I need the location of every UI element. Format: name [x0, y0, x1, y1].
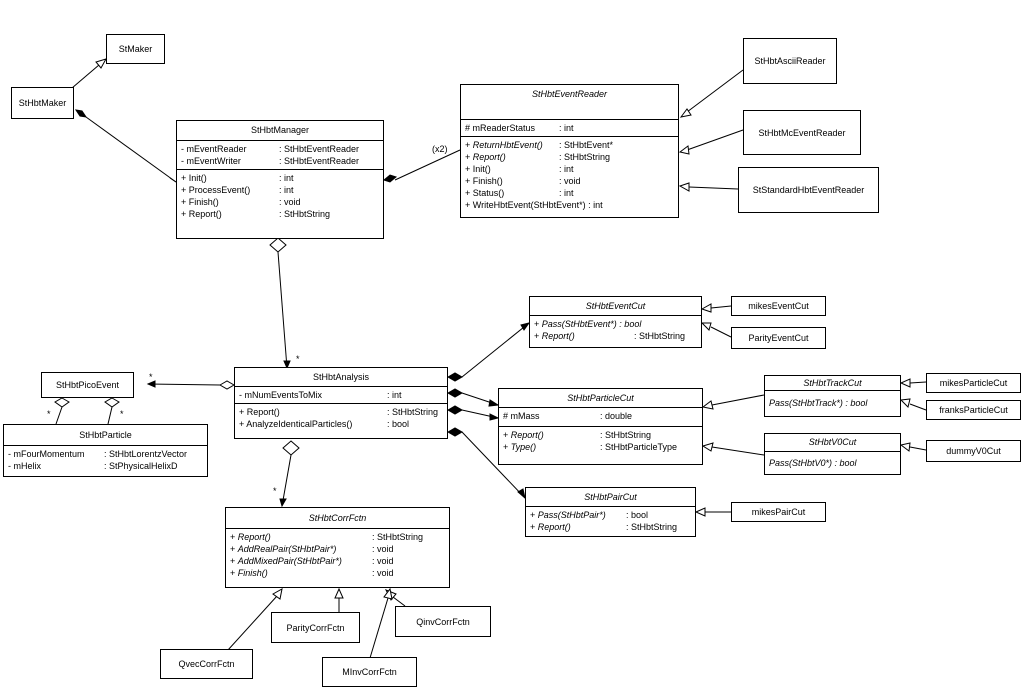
class-stmaker[interactable]: StMaker: [106, 34, 165, 64]
class-sthbtasciireader[interactable]: StHbtAsciiReader: [743, 38, 837, 84]
class-name: mikesPairCut: [751, 507, 806, 517]
class-name: dummyV0Cut: [946, 446, 1001, 456]
class-name: StHbtManager: [177, 121, 383, 141]
class-name: StMaker: [118, 44, 153, 54]
class-name: QinvCorrFctn: [416, 616, 470, 627]
class-name: ParityEventCut: [748, 333, 809, 343]
class-qveccorrfctn[interactable]: QvecCorrFctn: [160, 649, 253, 679]
class-name: StHbtMcEventReader: [758, 127, 846, 138]
class-name: StHbtPairCut: [584, 492, 637, 502]
class-franksparticlecut[interactable]: franksParticleCut: [926, 400, 1021, 420]
operations-compartment: Pass(StHbtV0*) : bool: [769, 458, 857, 468]
class-name: StHbtAnalysis: [235, 368, 447, 387]
operations-compartment: + Report(): StHbtString + Type(): StHbtP…: [503, 430, 678, 452]
class-name: StHbtAsciiReader: [754, 56, 826, 66]
class-name: StHbtCorrFctn: [308, 513, 367, 523]
class-name: StHbtEventReader: [531, 89, 608, 99]
class-minvcorrfctn[interactable]: MInvCorrFctn: [322, 657, 417, 687]
class-name: StHbtParticle: [4, 425, 207, 446]
class-name: StHbtMaker: [18, 98, 67, 108]
class-name: ParityCorrFctn: [286, 622, 345, 633]
class-sthbtpaircut[interactable]: StHbtPairCut + Pass(StHbtPair*): bool + …: [525, 487, 696, 537]
class-name: StStandardHbtEventReader: [752, 185, 865, 195]
class-sthbtmaker[interactable]: StHbtMaker: [11, 87, 74, 119]
attributes-compartment: - mFourMomentum: StHbtLorentzVector - mH…: [8, 449, 188, 471]
class-mikeseventcut[interactable]: mikesEventCut: [731, 296, 826, 316]
class-sthbtparticle[interactable]: StHbtParticle - mFourMomentum: StHbtLore…: [3, 424, 208, 477]
class-name: MInvCorrFctn: [342, 667, 397, 677]
class-sthbtmceventreader[interactable]: StHbtMcEventReader: [743, 110, 861, 155]
class-sthbteventreader[interactable]: StHbtEventReader # mReaderStatus: int + …: [460, 84, 679, 218]
class-sthbtanalysis[interactable]: StHbtAnalysis - mNumEventsToMix: int + R…: [234, 367, 448, 439]
class-sthbtv0cut[interactable]: StHbtV0Cut Pass(StHbtV0*) : bool: [764, 433, 901, 475]
class-dummyv0cut[interactable]: dummyV0Cut: [926, 440, 1021, 462]
attributes-compartment: # mMass: double: [499, 408, 702, 427]
particle-multiplicity-left-label: *: [47, 409, 51, 419]
class-name: StHbtTrackCut: [803, 378, 862, 388]
class-paritycorrfctn[interactable]: ParityCorrFctn: [271, 612, 360, 643]
analysis-multiplicity-label: *: [296, 354, 300, 364]
class-name: StHbtEventCut: [585, 301, 646, 311]
class-sthbtmanager[interactable]: StHbtManager - mEventReader: StHbtEventR…: [176, 120, 384, 239]
class-mikesparticlecut[interactable]: mikesParticleCut: [926, 373, 1021, 393]
class-sthbtparticlecut[interactable]: StHbtParticleCut # mMass: double + Repor…: [498, 388, 703, 465]
operations-compartment: + Report(): StHbtString + AddRealPair(St…: [230, 532, 424, 578]
reader-multiplicity-label: (x2): [432, 144, 448, 154]
class-name: StHbtV0Cut: [808, 437, 857, 447]
class-sthbttrackcut[interactable]: StHbtTrackCut Pass(StHbtTrack*) : bool: [764, 375, 901, 417]
corrfctn-multiplicity-label: *: [273, 486, 277, 496]
operations-compartment: + Pass(StHbtPair*): bool + Report(): StH…: [530, 510, 678, 532]
class-name: mikesParticleCut: [939, 378, 1008, 388]
pico-multiplicity-label: *: [149, 372, 153, 382]
operations-compartment: + Report(): StHbtString + AnalyzeIdentic…: [239, 407, 439, 429]
attributes-compartment: # mReaderStatus: int: [461, 120, 678, 137]
class-name: mikesEventCut: [748, 301, 809, 311]
class-name: franksParticleCut: [939, 405, 1008, 415]
operations-compartment: + Init(): int + ProcessEvent(): int + Fi…: [181, 173, 331, 219]
operations-compartment: Pass(StHbtTrack*) : bool: [769, 398, 868, 408]
class-sthbteventcut[interactable]: StHbtEventCut + Pass(StHbtEvent*) : bool…: [529, 296, 702, 348]
class-qinvcorrfctn[interactable]: QinvCorrFctn: [395, 606, 491, 637]
operations-compartment: + Pass(StHbtEvent*) : bool + Report(): S…: [534, 319, 686, 341]
attributes-compartment: - mNumEventsToMix: int: [235, 387, 447, 404]
class-name: StHbtParticleCut: [567, 393, 634, 403]
class-parityeventcut[interactable]: ParityEventCut: [731, 327, 826, 349]
class-name: StHbtPicoEvent: [55, 380, 120, 390]
operations-compartment: + ReturnHbtEvent(): StHbtEvent* + Report…: [465, 140, 614, 210]
class-name: QvecCorrFctn: [178, 659, 235, 669]
attributes-compartment: - mEventReader: StHbtEventReader - mEven…: [177, 141, 383, 170]
particle-multiplicity-right-label: *: [120, 409, 124, 419]
class-ststandardhbteventreader[interactable]: StStandardHbtEventReader: [738, 167, 879, 213]
class-mikespaircut[interactable]: mikesPairCut: [731, 502, 826, 522]
class-sthbtcorrfctn[interactable]: StHbtCorrFctn + Report(): StHbtString + …: [225, 507, 450, 588]
class-sthbtpicoevent[interactable]: StHbtPicoEvent: [41, 372, 134, 398]
